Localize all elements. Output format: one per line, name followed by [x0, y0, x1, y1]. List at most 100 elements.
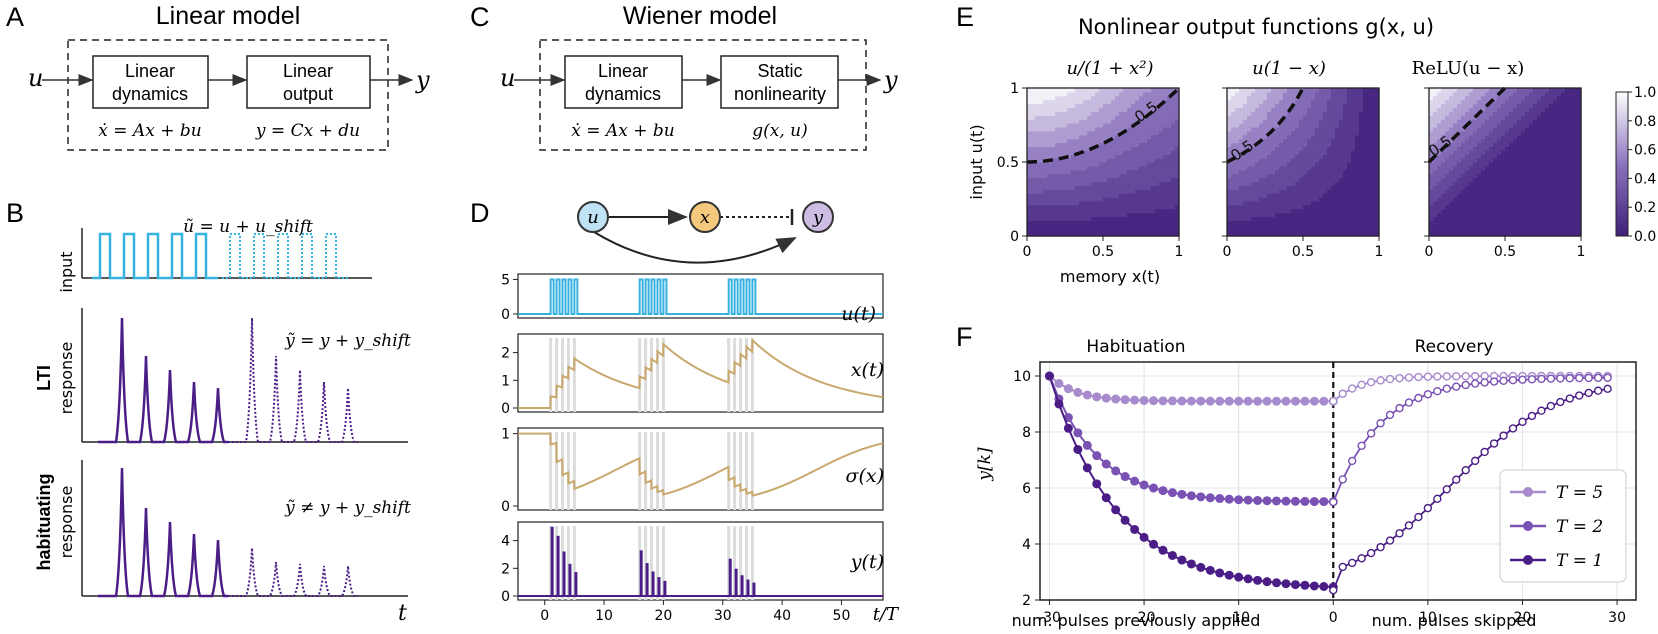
heatmap-cell: [1437, 204, 1442, 210]
heatmap-cell: [1135, 130, 1140, 136]
heatmap-cell: [1123, 181, 1128, 186]
heatmap-cell: [1533, 88, 1538, 93]
pulse-shade: [655, 526, 659, 600]
heatmap-cell: [1123, 107, 1128, 112]
heatmap-cell: [1449, 123, 1454, 128]
heatmap-cell: [1509, 197, 1514, 202]
heatmap-cell: [1327, 123, 1332, 128]
heatmap-cell: [1359, 126, 1364, 132]
heatmap-cell: [1557, 228, 1562, 233]
panel-a-output-y: y: [415, 66, 430, 94]
heatmap-cell: [1505, 189, 1510, 194]
node-x: [689, 201, 721, 233]
heatmap-cell: [1429, 220, 1434, 225]
heatmap-cell: [1063, 232, 1068, 237]
heatmap-cell: [1335, 197, 1340, 202]
heatmap-cell: [1107, 95, 1112, 101]
heatmap-cell: [1135, 212, 1140, 218]
heatmap-cell: [1517, 228, 1522, 233]
heatmap-cell: [1059, 224, 1064, 229]
heatmap-cell: [1449, 115, 1454, 120]
heatmap-cell: [1031, 138, 1036, 144]
heatmap-cell: [1271, 181, 1276, 186]
heatmap-cell: [1283, 224, 1288, 229]
heatmap-cell: [1175, 204, 1180, 210]
heatmap-cell: [1465, 158, 1470, 163]
heatmap-cell: [1091, 119, 1096, 124]
heatmap-cell: [1339, 119, 1344, 124]
heatmap-cell: [1525, 95, 1530, 101]
heatmap-cell: [1493, 146, 1498, 151]
heatmap-cell: [1139, 185, 1144, 190]
heatmap-cell: [1147, 197, 1152, 202]
heatmap-cell: [1071, 220, 1076, 225]
heatmap-cell: [1111, 146, 1116, 151]
heatmap-cell: [1047, 154, 1052, 159]
heatmap-cell: [1461, 232, 1466, 237]
heatmap-cell: [1437, 189, 1442, 194]
heatmap-cell: [1099, 189, 1104, 194]
heatmap-cell: [1513, 200, 1518, 206]
heatmap-cell: [1355, 91, 1360, 97]
heatmap-cell: [1521, 154, 1526, 159]
heatmap-cell: [1375, 146, 1380, 151]
heatmap-cell: [1469, 232, 1474, 237]
heatmap-cell: [1577, 165, 1582, 171]
heatmap-cell: [1247, 115, 1252, 120]
heatmap-cell: [1441, 189, 1446, 194]
heatmap-cell: [1263, 189, 1268, 194]
heatmap-cell: [1497, 130, 1502, 136]
heatmap-cell: [1163, 200, 1168, 206]
heatmap-cell: [1501, 173, 1506, 179]
heatmap-cell: [1151, 99, 1156, 105]
heatmap-cell: [1119, 200, 1124, 206]
heatmap-cell: [1573, 119, 1578, 124]
heatmap-cell: [1143, 165, 1148, 171]
heatmap-cell: [1139, 220, 1144, 225]
heatmap-cell: [1163, 95, 1168, 101]
heatmap-cell: [1087, 177, 1092, 183]
heatmap-cell: [1343, 111, 1348, 116]
heatmap-cell: [1343, 138, 1348, 144]
heatmap-cell: [1067, 220, 1072, 225]
heatmap-cell: [1437, 181, 1442, 186]
heatmap-cell: [1063, 126, 1068, 132]
heatmap-cell: [1327, 91, 1332, 97]
heatmap-cell: [1027, 220, 1032, 225]
heatmap-cell: [1071, 169, 1076, 175]
heatmap-cell: [1457, 189, 1462, 194]
heatmap-cell: [1103, 224, 1108, 229]
heatmap-cell: [1553, 91, 1558, 97]
recovery-point: [1508, 424, 1518, 433]
heatmap-cell: [1227, 228, 1232, 233]
heatmap-cell: [1457, 185, 1462, 190]
heatmap-cell: [1239, 95, 1244, 101]
heatmap-cell: [1429, 200, 1434, 206]
heatmap-cell: [1119, 220, 1124, 225]
heatmap-cell: [1303, 212, 1308, 218]
heatmap-cell: [1103, 134, 1108, 140]
heatmap-cell: [1525, 224, 1530, 229]
heatmap-cell: [1055, 107, 1060, 112]
heatmap-cell: [1143, 216, 1148, 222]
heatmap-cell: [1347, 169, 1352, 175]
heatmap-cell: [1363, 204, 1368, 210]
habituation-line: [1048, 375, 1334, 588]
heatmap-cell: [1227, 177, 1232, 183]
heatmap-cell: [1135, 189, 1140, 194]
heatmap-cell: [1135, 150, 1140, 155]
heatmap-cell: [1123, 193, 1128, 198]
heatmap-cell: [1099, 99, 1104, 105]
heatmap-cell: [1553, 193, 1558, 198]
heatmap-cell: [1039, 204, 1044, 210]
heatmap-cell: [1111, 111, 1116, 116]
heatmap-cell: [1155, 232, 1160, 237]
heatmap-cell: [1123, 88, 1128, 93]
heatmap-cell: [1473, 232, 1478, 237]
heatmap-cell: [1449, 162, 1454, 167]
heatmap-cell: [1509, 177, 1514, 183]
heatmap-cell: [1441, 130, 1446, 136]
heatmap-cell: [1243, 134, 1248, 140]
x-tick-label: 0.5: [1292, 244, 1314, 260]
heatmap-cell: [1159, 200, 1164, 206]
